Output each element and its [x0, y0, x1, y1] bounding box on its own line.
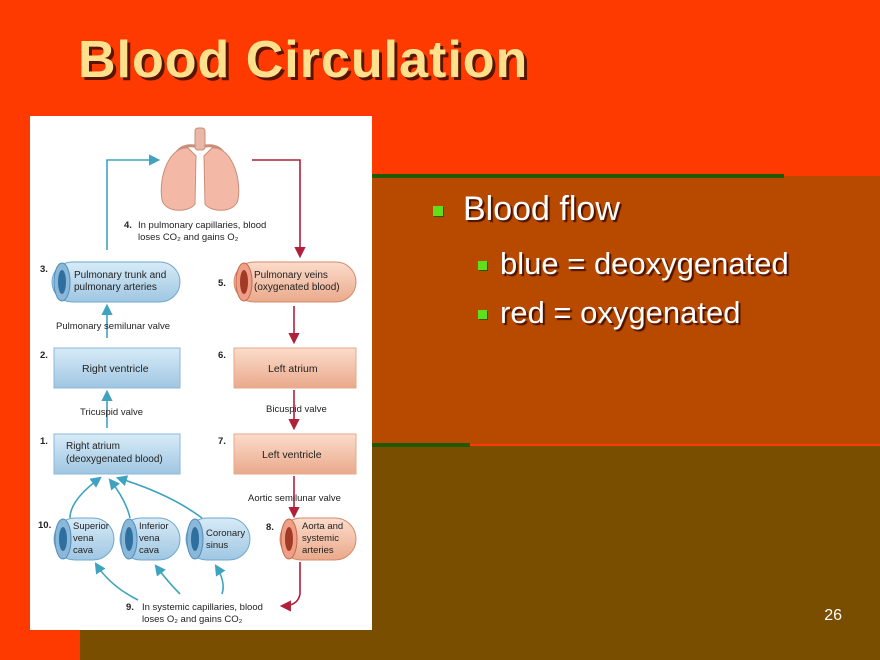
right-atrium-line1: Right atrium: [66, 441, 120, 452]
step-6-number: 6.: [218, 350, 226, 361]
sub-bullet-marker-icon: [478, 261, 487, 270]
inferior-vena-cava-tube: [119, 517, 181, 561]
left-ventricle-box: [233, 433, 357, 475]
sub-bullet-marker-icon: [478, 310, 487, 319]
step-9-line1: In systemic capillaries, blood: [142, 602, 263, 613]
step-5-line1: Pulmonary veins: [254, 270, 328, 281]
bullet-blue-deoxygenated: blue = deoxygenated: [500, 246, 789, 281]
step-5-number: 5.: [218, 278, 226, 289]
ivc-line2: vena: [139, 533, 160, 544]
step-7-number: 7.: [218, 436, 226, 447]
svc-line3: cava: [73, 545, 94, 556]
arrow-ivc-to-atrium: [108, 478, 131, 519]
cs-line1: Coronary: [206, 528, 245, 539]
aorta-line3: arteries: [302, 545, 334, 556]
arrow-svc-to-atrium: [69, 476, 102, 519]
step-3-number: 3.: [40, 264, 48, 275]
label-aortic-semilunar-valve: Aortic semilunar valve: [248, 493, 341, 504]
svc-line1: Superior: [73, 521, 109, 532]
step-3-line1: Pulmonary trunk and: [74, 270, 166, 281]
bullet-blood-flow: Blood flow: [463, 190, 620, 228]
step-9-number: 9.: [126, 602, 134, 613]
step-10-number: 10.: [38, 520, 51, 531]
divider-line-bottom: [370, 443, 470, 447]
label-bicuspid-valve: Bicuspid valve: [266, 404, 327, 415]
arrow-cs-to-atrium: [115, 475, 203, 519]
ivc-line3: cava: [139, 545, 160, 556]
page-number: 26: [824, 607, 842, 624]
bullet-marker-icon: [433, 206, 443, 216]
pulmonary-veins-tube: [233, 261, 357, 303]
right-atrium-box: [53, 433, 181, 475]
step-2-number: 2.: [40, 350, 48, 361]
step-8-number: 8.: [266, 522, 274, 533]
step-3-line2: pulmonary arteries: [74, 282, 157, 293]
arrow-capillaries-to-svc: [94, 562, 139, 601]
step-1-number: 1.: [40, 436, 48, 447]
right-atrium-line2: (deoxygenated blood): [66, 454, 163, 465]
step-5-line2: (oxygenated blood): [254, 282, 340, 293]
coronary-sinus-tube: [185, 517, 251, 561]
pulmonary-trunk-tube: [51, 261, 181, 303]
arrow-to-lungs: [106, 154, 161, 250]
left-atrium-label: Left atrium: [268, 363, 318, 375]
right-ventricle-label: Right ventricle: [82, 363, 149, 375]
circulation-diagram-svg: 4. In pulmonary capillaries, blood loses…: [38, 127, 357, 625]
svc-line2: vena: [73, 533, 94, 544]
arrow-aorta-to-capillaries: [279, 562, 301, 612]
left-ventricle-label: Left ventricle: [262, 449, 322, 461]
arrow-from-lungs: [252, 159, 306, 259]
arrow-capillaries-to-cs: [214, 564, 226, 595]
lungs-icon: [160, 127, 240, 211]
background-band-middle: [370, 176, 880, 444]
divider-line-top: [370, 174, 784, 178]
right-ventricle-box: [53, 347, 181, 389]
step-4-line1: In pulmonary capillaries, blood: [138, 220, 266, 231]
cs-line2: sinus: [206, 540, 228, 551]
left-atrium-box: [233, 347, 357, 389]
step-4-line2: loses CO₂ and gains O₂: [138, 232, 239, 243]
step-9-line2: loses O₂ and gains CO₂: [142, 614, 243, 625]
aorta-line1: Aorta and: [302, 521, 343, 532]
step-4-number: 4.: [124, 220, 132, 231]
label-tricuspid-valve: Tricuspid valve: [80, 407, 143, 418]
superior-vena-cava-tube: [53, 517, 115, 561]
aorta-line2: systemic: [302, 533, 339, 544]
circulation-diagram: 4. In pulmonary capillaries, blood loses…: [30, 116, 372, 630]
ivc-line1: Inferior: [139, 521, 169, 532]
bullet-red-oxygenated: red = oxygenated: [500, 295, 741, 330]
slide-title: Blood Circulation: [78, 31, 529, 89]
arrow-capillaries-to-ivc: [154, 564, 181, 595]
label-pulmonary-semilunar-valve: Pulmonary semilunar valve: [56, 321, 170, 332]
aorta-tube: [279, 517, 357, 561]
